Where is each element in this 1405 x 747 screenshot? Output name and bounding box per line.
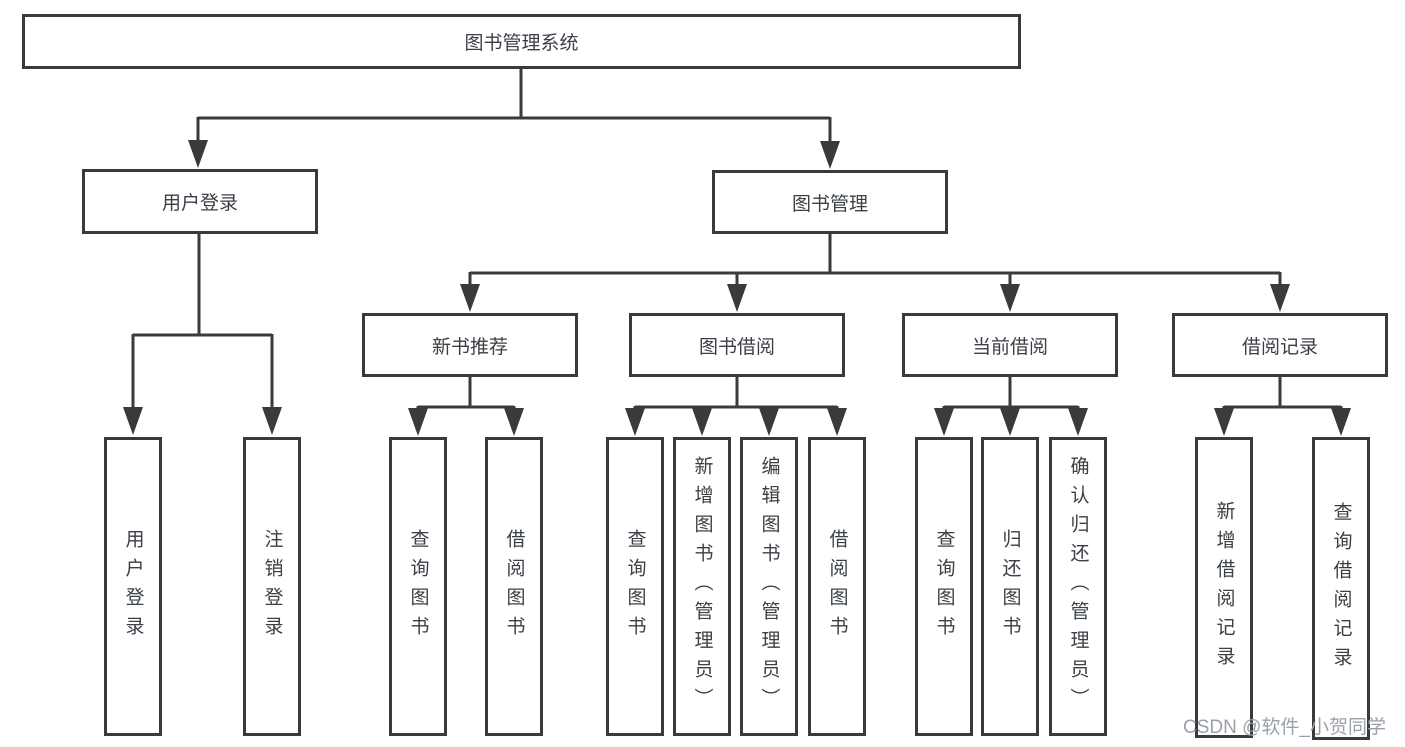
node-label: 归还图书 <box>999 528 1021 645</box>
node-label: 借阅记录 <box>1241 336 1318 358</box>
csdn-watermark: CSDN @软件_小贺同学 <box>1183 717 1386 738</box>
node-label: 用户登录 <box>122 528 144 645</box>
node-label: 查询图书 <box>624 528 646 645</box>
leaf-confirm-return-admin: 确认归还（管理员） <box>1049 437 1107 736</box>
leaf-borrowing-query-books: 查询图书 <box>606 437 664 736</box>
leaf-return-books: 归还图书 <box>981 437 1039 736</box>
leaf-borrowing-borrow-books: 借阅图书 <box>808 437 866 736</box>
node-label: 查询图书 <box>933 528 955 645</box>
node-user-login: 用户登录 <box>82 169 318 234</box>
node-book-management: 图书管理 <box>712 170 948 234</box>
node-label: 确认归还（管理员） <box>1067 456 1089 717</box>
leaf-add-borrow-record: 新增借阅记录 <box>1195 437 1253 738</box>
node-root-library-system: 图书管理系统 <box>22 14 1021 69</box>
leaf-user-login: 用户登录 <box>104 437 162 736</box>
leaf-recommend-query-books: 查询图书 <box>389 437 447 736</box>
node-book-borrowing: 图书借阅 <box>629 313 845 377</box>
node-label: 用户登录 <box>161 193 238 214</box>
node-label: 查询图书 <box>407 528 429 645</box>
leaf-logout: 注销登录 <box>243 437 301 736</box>
node-label: 编辑图书（管理员） <box>758 456 780 717</box>
node-label: 新增借阅记录 <box>1213 500 1235 675</box>
leaf-edit-book-admin: 编辑图书（管理员） <box>740 437 798 736</box>
node-label: 图书管理 <box>791 193 868 215</box>
arrowheads <box>123 140 1351 436</box>
leaf-recommend-borrow-books: 借阅图书 <box>485 437 543 736</box>
node-label: 图书借阅 <box>698 336 775 358</box>
node-label: 查询借阅记录 <box>1330 501 1352 676</box>
node-label: 注销登录 <box>261 528 283 645</box>
node-borrowing-records: 借阅记录 <box>1172 313 1388 377</box>
leaf-query-borrow-record: 查询借阅记录 <box>1312 437 1370 740</box>
node-label: 当前借阅 <box>971 336 1048 358</box>
leaf-current-query-books: 查询图书 <box>915 437 973 736</box>
node-label: 借阅图书 <box>503 528 525 645</box>
node-current-borrowing: 当前借阅 <box>902 313 1118 377</box>
node-label: 借阅图书 <box>826 528 848 645</box>
node-label: 新书推荐 <box>431 336 508 358</box>
node-label: 新增图书（管理员） <box>691 456 713 717</box>
node-label: 图书管理系统 <box>464 33 579 54</box>
node-new-book-recommendation: 新书推荐 <box>362 313 578 377</box>
leaf-add-book-admin: 新增图书（管理员） <box>673 437 731 736</box>
